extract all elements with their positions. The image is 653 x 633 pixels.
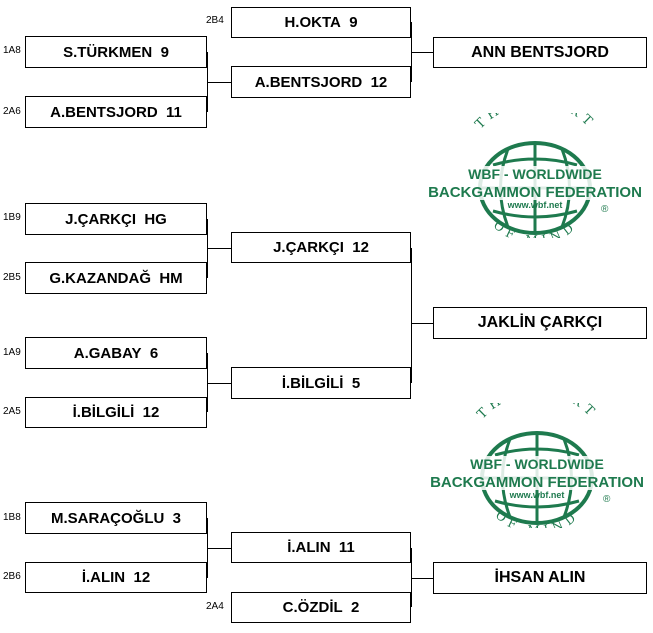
winner-box: JAKLİN ÇARKÇI — [433, 307, 647, 339]
winner-name: JAKLİN ÇARKÇI — [477, 314, 603, 331]
match-box: G.KAZANDAĞ HM — [25, 262, 207, 294]
match-box: M.SARAÇOĞLU 3 — [25, 502, 207, 534]
logo-line2: BACKGAMMON FEDERATION — [430, 474, 644, 491]
player-name: İ.BİLGİLİ — [72, 404, 135, 421]
player-name: G.KAZANDAĞ — [49, 269, 151, 287]
svg-text:THE SPORT: THE SPORT — [473, 113, 599, 132]
bracket-line — [411, 323, 433, 324]
player-name: S.TÜRKMEN — [63, 43, 153, 61]
registered-mark: ® — [603, 494, 611, 505]
match-box: İ.BİLGİLİ 5 — [231, 367, 411, 399]
seed-label: 1A8 — [3, 45, 21, 56]
seed-label: 2A5 — [3, 406, 21, 417]
match-box: J.ÇARKÇI HG — [25, 203, 207, 235]
match-box: İ.ALIN 11 — [231, 532, 411, 563]
bracket-line — [207, 82, 231, 83]
player-name: İ.ALIN — [287, 539, 331, 556]
logo-line1: WBF - WORLDWIDE — [468, 166, 602, 182]
player-name: İ.BİLGİLİ — [281, 374, 344, 392]
seed-label: 1B9 — [3, 212, 21, 223]
winner-box: İHSAN ALIN — [433, 562, 647, 594]
player-name: H.OKTA — [284, 14, 341, 31]
logo-url: www.wbf.net — [507, 200, 563, 210]
player-score: 12 — [142, 404, 160, 421]
match-box: A.BENTSJORD 11 — [25, 96, 207, 128]
bracket-line — [411, 248, 412, 383]
seed-label: 1A9 — [3, 347, 21, 358]
player-score: 5 — [351, 374, 361, 392]
winner-name: ANN BENTSJORD — [471, 43, 609, 61]
player-name: J.ÇARKÇI — [65, 210, 136, 228]
player-score: 12 — [352, 239, 369, 256]
seed-label: 2B6 — [3, 571, 21, 582]
player-score: 11 — [166, 103, 182, 121]
match-box: H.OKTA 9 — [231, 7, 411, 38]
bracket-line — [207, 383, 231, 384]
match-box: A.BENTSJORD 12 — [231, 66, 411, 98]
player-name: M.SARAÇOĞLU — [50, 509, 165, 527]
bracket-line — [411, 578, 433, 579]
player-name: İ.ALIN — [81, 569, 126, 586]
player-name: A.GABAY — [73, 344, 142, 362]
logo-line2: BACKGAMMON FEDERATION — [428, 184, 642, 201]
player-score: HM — [159, 269, 183, 287]
player-score: HG — [144, 210, 167, 228]
player-score: 3 — [172, 509, 181, 527]
match-box: J.ÇARKÇI 12 — [231, 232, 411, 263]
match-box: İ.BİLGİLİ 12 — [25, 397, 207, 428]
wbf-logo: THE SPORT WBF - WORLDWIDE BACKGAMMON FED… — [430, 403, 645, 528]
winner-name: İHSAN ALIN — [494, 569, 586, 586]
player-score: 6 — [149, 344, 159, 362]
registered-mark: ® — [601, 204, 609, 215]
bracket-line — [207, 248, 231, 249]
logo-url: www.wbf.net — [509, 490, 565, 500]
player-name: A.BENTSJORD — [50, 103, 158, 121]
seed-label: 2A4 — [206, 601, 224, 612]
match-box: S.TÜRKMEN 9 — [25, 36, 207, 68]
player-score: 9 — [160, 43, 169, 61]
player-name: J.ÇARKÇI — [273, 239, 344, 256]
seed-label: 2B5 — [3, 272, 21, 283]
player-score: 2 — [351, 599, 360, 616]
bracket-line — [411, 52, 433, 53]
winner-box: ANN BENTSJORD — [433, 37, 647, 68]
seed-label: 1B8 — [3, 512, 21, 523]
logo-top-text: THE SPORT — [475, 403, 596, 422]
player-name: A.BENTSJORD — [254, 73, 363, 91]
logo-line1: WBF - WORLDWIDE — [470, 456, 604, 472]
bracket-line — [207, 548, 231, 549]
svg-text:THE SPORT: THE SPORT — [475, 403, 601, 422]
match-box: A.GABAY 6 — [25, 337, 207, 369]
player-score: 12 — [370, 73, 388, 91]
match-box: C.ÖZDİL 2 — [231, 592, 411, 623]
player-score: 11 — [338, 539, 355, 556]
seed-label: 2A6 — [3, 106, 21, 117]
player-score: 12 — [133, 569, 151, 586]
seed-label: 2B4 — [206, 15, 224, 26]
logo-top-text: THE SPORT — [473, 113, 594, 132]
bracket-line — [411, 548, 412, 607]
bracket-line — [207, 353, 208, 412]
player-name: C.ÖZDİL — [282, 599, 343, 616]
player-score: 9 — [349, 14, 358, 31]
wbf-logo: THE SPORT WBF - WORLDWIDE BACKGAMMON FED… — [428, 113, 643, 238]
match-box: İ.ALIN 12 — [25, 562, 207, 593]
